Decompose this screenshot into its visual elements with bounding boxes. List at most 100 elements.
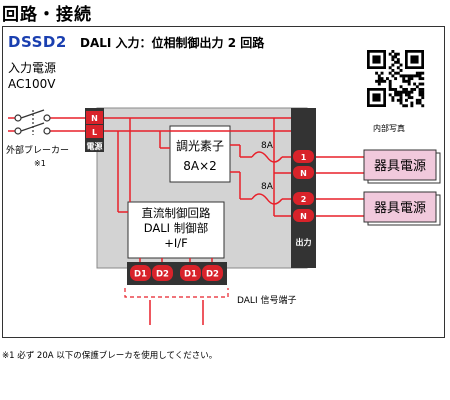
qr-module bbox=[405, 93, 408, 97]
qr-module bbox=[421, 90, 425, 94]
fixture-1-box bbox=[363, 149, 437, 181]
fixture-2-box bbox=[363, 191, 437, 223]
power-terminal-n-label: N bbox=[91, 114, 98, 123]
input-power-line1: 入力電源 bbox=[8, 61, 57, 75]
output-terminal-label: 出力 bbox=[296, 237, 312, 247]
qr-module bbox=[413, 88, 417, 91]
qr-module bbox=[396, 52, 400, 56]
qr-module bbox=[421, 71, 425, 75]
dali-terminal-block bbox=[127, 262, 227, 285]
qr-module bbox=[394, 55, 398, 59]
qr-module bbox=[421, 104, 425, 108]
diagram-frame bbox=[2, 26, 445, 338]
qr-module bbox=[377, 79, 381, 83]
qr-module bbox=[407, 90, 411, 94]
qr-module bbox=[410, 101, 414, 105]
qr-module bbox=[402, 104, 406, 108]
qr-module bbox=[391, 96, 395, 100]
footnote: ※1 必ず 20A 以下の保護ブレーカを使用してください。 bbox=[2, 351, 218, 361]
qr-module bbox=[399, 69, 403, 72]
qr-finder-core bbox=[372, 93, 381, 102]
wiring bbox=[8, 117, 364, 325]
qr-module bbox=[421, 82, 425, 86]
qr-module bbox=[394, 88, 398, 91]
qr-module bbox=[394, 93, 398, 97]
diagram-subtitle: DALI 入力：位相制御出力 2 回路 bbox=[80, 36, 265, 50]
qr-module bbox=[388, 79, 392, 83]
qr-module bbox=[394, 90, 398, 94]
qr-module bbox=[405, 104, 408, 108]
qr-module bbox=[375, 71, 379, 75]
qr-module bbox=[396, 60, 400, 64]
dali-terminal-1 bbox=[130, 265, 151, 281]
qr-module bbox=[388, 52, 392, 56]
model-name: DSSD2 bbox=[8, 33, 67, 51]
qr-finder-core bbox=[410, 55, 419, 64]
qr-module bbox=[394, 60, 398, 64]
page-title: 回路・接続 bbox=[2, 5, 92, 25]
qr-module bbox=[405, 88, 408, 91]
dali-terminal-4 bbox=[202, 265, 223, 281]
qr-module bbox=[421, 88, 425, 91]
qr-module bbox=[388, 71, 392, 75]
qr-module bbox=[407, 74, 411, 78]
qr-module bbox=[418, 71, 422, 75]
fuse-2-label: 8A bbox=[261, 182, 274, 192]
qr-module bbox=[418, 74, 422, 78]
qr-module bbox=[394, 71, 398, 75]
qr-module bbox=[410, 104, 414, 108]
qr-module bbox=[380, 71, 384, 75]
internal-photo-label: 内部写真 bbox=[373, 124, 405, 133]
qr-module bbox=[388, 88, 392, 91]
qr-module bbox=[396, 71, 400, 75]
qr-module bbox=[402, 74, 406, 78]
qr-module bbox=[407, 93, 411, 97]
qr-module bbox=[388, 66, 392, 70]
qr-module bbox=[405, 74, 408, 78]
qr-module bbox=[410, 88, 414, 91]
fixture-1-label: 器具電源 bbox=[374, 159, 426, 174]
output-terminal-2-label: N bbox=[300, 169, 307, 178]
dali-terminal-2 bbox=[152, 265, 173, 281]
qr-module bbox=[391, 98, 395, 102]
qr-code-icon bbox=[367, 50, 425, 108]
control-circuit-block bbox=[127, 201, 225, 259]
qr-module bbox=[399, 96, 403, 100]
qr-module bbox=[405, 90, 408, 94]
qr-module bbox=[399, 85, 403, 89]
control-block-line3: +I/F bbox=[164, 236, 188, 250]
output-terminal-3-label: 2 bbox=[301, 195, 307, 204]
qr-module bbox=[396, 93, 400, 97]
qr-module bbox=[391, 58, 395, 62]
qr-module bbox=[407, 82, 411, 86]
qr-module bbox=[399, 101, 403, 105]
qr-module bbox=[399, 74, 403, 78]
output-terminal-block bbox=[291, 108, 316, 268]
qr-finder-core bbox=[372, 55, 381, 64]
output-terminal-4-label: N bbox=[300, 212, 307, 221]
dali-terminal-4-label: D2 bbox=[206, 270, 219, 280]
qr-module bbox=[410, 90, 414, 94]
dali-terminal-2-label: D2 bbox=[156, 270, 169, 280]
qr-module bbox=[418, 90, 422, 94]
qr-module bbox=[415, 85, 419, 89]
qr-module bbox=[399, 93, 403, 97]
qr-module bbox=[421, 96, 425, 100]
qr-module bbox=[377, 77, 381, 81]
qr-module bbox=[405, 98, 408, 102]
qr-module bbox=[407, 79, 411, 83]
qr-module bbox=[402, 77, 406, 81]
dali-terminal-label: DALI 信号端子 bbox=[237, 296, 297, 306]
qr-module bbox=[421, 93, 425, 97]
breaker-icon bbox=[14, 109, 51, 135]
output-terminal-1 bbox=[293, 150, 314, 163]
qr-module bbox=[418, 88, 422, 91]
qr-module bbox=[396, 58, 400, 62]
qr-module bbox=[415, 98, 419, 102]
qr-module bbox=[386, 77, 389, 81]
qr-module bbox=[391, 74, 395, 78]
qr-module bbox=[402, 88, 406, 91]
qr-module bbox=[388, 82, 392, 86]
qr-module bbox=[391, 50, 395, 53]
